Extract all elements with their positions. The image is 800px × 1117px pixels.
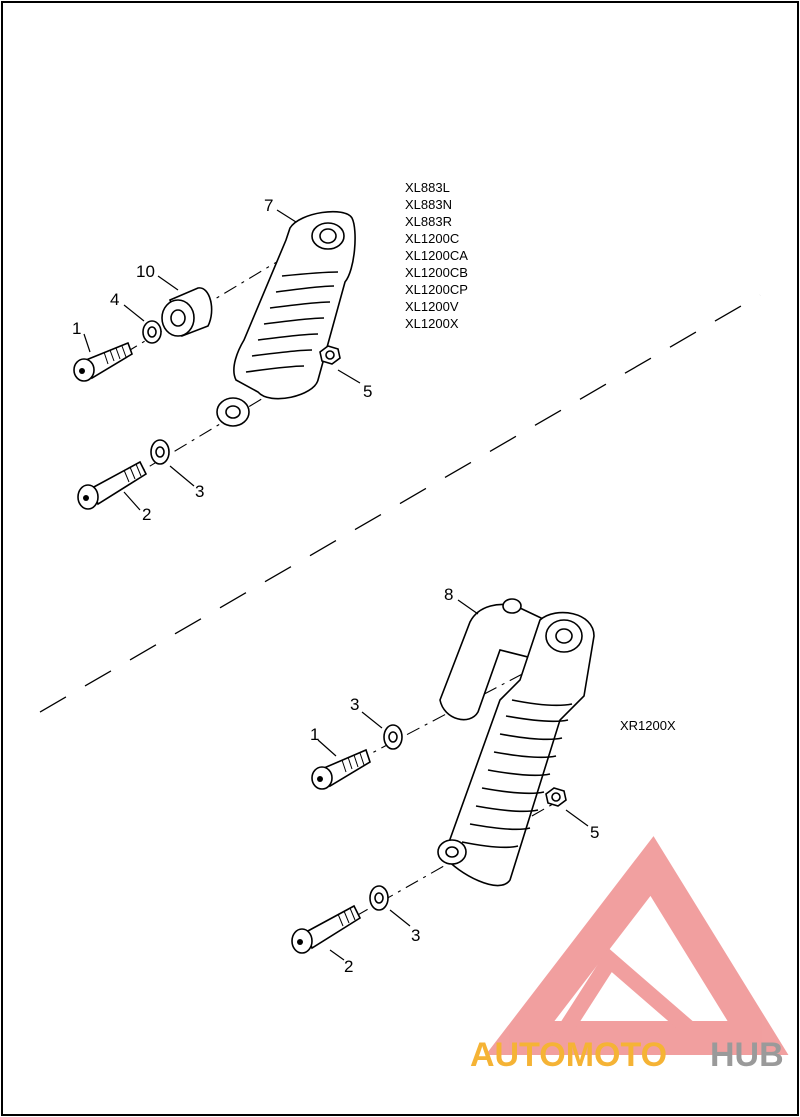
top-model-list: XL883L XL883N XL883R XL1200C XL1200CA XL… (405, 180, 468, 331)
model-label: XL1200X (405, 316, 459, 331)
bottom-lower-bolt (291, 904, 362, 954)
callout-upper-bolt-bottom: 1 (310, 725, 319, 744)
model-label: XL1200CA (405, 248, 468, 263)
model-label: XL1200CP (405, 282, 468, 297)
callout-nut-top: 5 (363, 382, 372, 401)
section-divider (39, 294, 761, 713)
bottom-shock-absorber (437, 598, 595, 887)
model-label-xr: XR1200X (620, 718, 676, 733)
callout-shock-bottom: 8 (444, 585, 453, 604)
callout-lower-bolt-bottom: 2 (344, 957, 353, 976)
bottom-lower-washer (369, 885, 389, 911)
top-lower-bolt (77, 460, 148, 510)
callout-upper-bolt-top: 1 (72, 319, 81, 338)
model-label: XL883L (405, 180, 450, 195)
callout-spacer-top: 10 (136, 262, 155, 281)
top-spacer (161, 287, 213, 338)
model-label: XL1200V (405, 299, 459, 314)
bottom-nut (545, 787, 567, 807)
callout-lower-washer-bottom: 3 (411, 926, 420, 945)
watermark-text: AUTOMOTO HUB (470, 1036, 784, 1074)
model-label: XL883N (405, 197, 452, 212)
callout-lower-washer-top: 3 (195, 482, 204, 501)
watermark-logo (485, 836, 789, 1055)
bottom-leader-lines (317, 599, 589, 961)
bottom-upper-washer (383, 724, 403, 750)
top-nut (319, 345, 341, 365)
model-label: XL1200C (405, 231, 459, 246)
top-upper-bolt (73, 341, 133, 382)
callout-upper-washer-bottom: 3 (350, 695, 359, 714)
callout-lower-bolt-top: 2 (142, 505, 151, 524)
model-label: XL1200CB (405, 265, 468, 280)
bottom-upper-bolt (311, 748, 371, 790)
watermark-text-part2: HUB (710, 1036, 784, 1074)
callout-small-washer-top: 4 (110, 290, 119, 309)
model-label: XL883R (405, 214, 452, 229)
top-leader-lines (83, 209, 361, 511)
top-small-washer (142, 320, 162, 344)
watermark-text-part1: AUTOMOTO (470, 1036, 667, 1074)
top-shock-absorber (216, 210, 356, 427)
callout-shock-top: 7 (264, 196, 273, 215)
top-lower-washer (150, 439, 170, 465)
callout-nut-bottom: 5 (590, 823, 599, 842)
